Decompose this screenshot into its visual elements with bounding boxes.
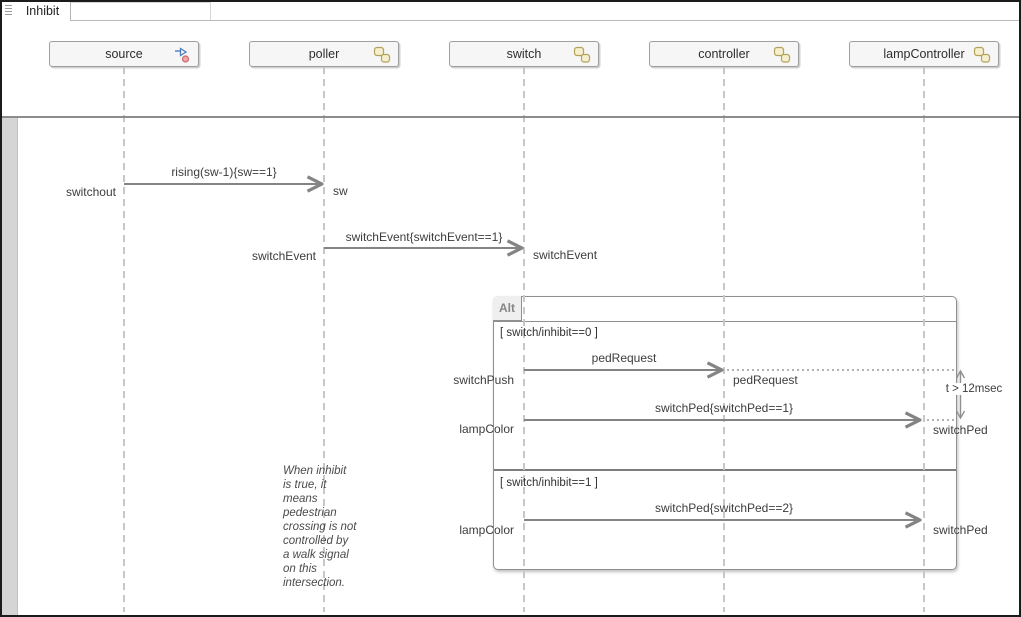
alt-section-divider <box>494 469 956 471</box>
tab-inhibit-label: Inhibit <box>25 3 60 18</box>
source-port-label-1: switchout <box>65 185 116 199</box>
dest-port-label-1: sw <box>333 184 348 198</box>
lifeline-header-lampcontroller[interactable]: lampController <box>849 41 999 67</box>
message-label-2: switchEvent{switchEvent==1} <box>345 230 503 244</box>
source-port-label-3: switchPush <box>453 373 514 387</box>
lifeline-label: lampController <box>883 47 965 61</box>
grip-lines-icon <box>5 5 12 15</box>
message-label-5: switchPed{switchPed==2} <box>654 501 794 515</box>
annotation-text[interactable]: When inhibit is true, it means pedestria… <box>283 465 357 589</box>
alt-operator-badge: Alt <box>493 296 522 321</box>
chart-icon <box>573 46 591 64</box>
alt-guard-1: [ switch/inhibit==0 ] <box>500 327 598 339</box>
lifeline-header-source[interactable]: source <box>49 41 199 67</box>
chart-icon <box>373 46 391 64</box>
lifeline-header-poller[interactable]: poller <box>249 41 399 67</box>
lifeline-label: switch <box>506 47 542 61</box>
dest-port-label-3: pedRequest <box>733 373 798 387</box>
dest-port-label-5: switchPed <box>933 523 988 537</box>
alt-fragment[interactable] <box>493 296 957 570</box>
duration-constraint-label[interactable]: t > 12msec <box>942 383 1006 395</box>
source-port-label-2: switchEvent <box>251 249 316 263</box>
lifeline-header-controller[interactable]: controller <box>649 41 799 67</box>
empty-tab-slot <box>70 2 211 21</box>
tab-inhibit[interactable]: Inhibit <box>15 0 71 21</box>
chart-icon <box>973 46 991 64</box>
lifeline-label: controller <box>698 47 750 61</box>
lifeline-label: poller <box>308 47 340 61</box>
source-port-label-5: lampColor <box>459 523 514 537</box>
dest-port-label-2: switchEvent <box>533 248 598 262</box>
tabbar-bottom-border <box>70 20 1021 21</box>
message-label-1: rising(sw-1){sw==1} <box>171 165 277 179</box>
message-label-4: switchPed{switchPed==1} <box>654 401 794 415</box>
dest-port-label-4: switchPed <box>933 423 988 437</box>
chart-icon <box>773 46 791 64</box>
signal-source-icon <box>173 46 191 64</box>
time-gutter <box>2 118 18 615</box>
lifeline-label: source <box>105 47 143 61</box>
alt-header-divider <box>493 321 957 322</box>
source-port-label-4: lampColor <box>459 422 514 436</box>
alt-operator-label: Alt <box>499 301 515 315</box>
message-label-3: pedRequest <box>591 351 657 365</box>
lifeline-header-switch[interactable]: switch <box>449 41 599 67</box>
panel-grip-icon[interactable] <box>2 2 16 19</box>
alt-guard-2: [ switch/inhibit==1 ] <box>500 477 598 489</box>
